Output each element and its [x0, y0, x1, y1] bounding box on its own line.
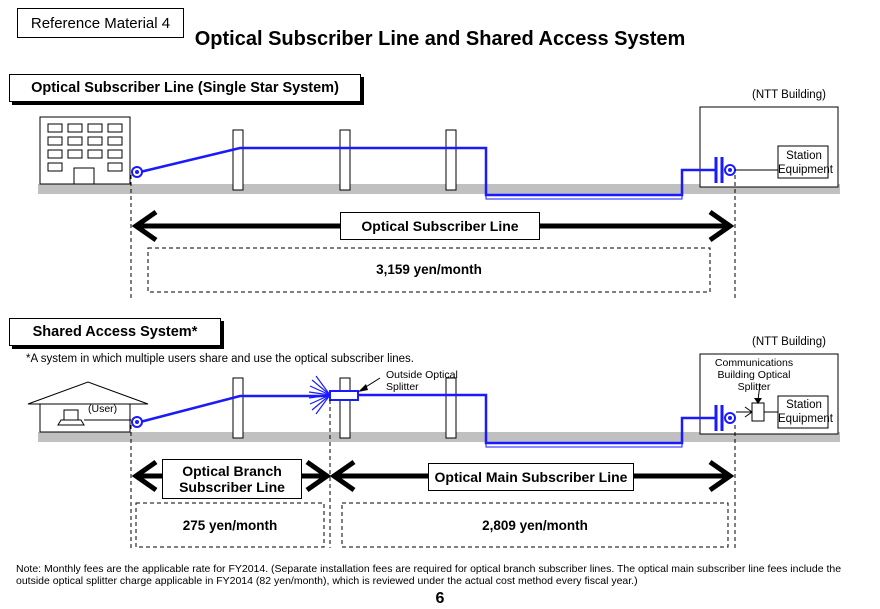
utility-pole: [232, 377, 244, 439]
ntt-building-label-2: (NTT Building): [752, 336, 826, 348]
fee-box: [147, 247, 711, 293]
reference-label: Reference Material 4: [17, 8, 184, 38]
user-label: (User): [88, 403, 118, 415]
station-equipment-box: [777, 395, 829, 429]
station-equipment-label: Station Equipment: [778, 150, 833, 176]
footer-note: Note: Monthly fees are the applicable ra…: [16, 563, 842, 587]
comm-splitter-box: [751, 402, 765, 422]
station-equipment-label-2: Station Equipment: [778, 399, 833, 425]
ground-strip: [38, 432, 840, 442]
branch-fee-box: [135, 502, 325, 548]
split-fibers: [308, 375, 331, 415]
section-title-single-star: Optical Subscriber Line (Single Star Sys…: [9, 74, 361, 102]
station-equipment-box: [777, 145, 829, 179]
page-number: 6: [435, 590, 445, 607]
main-line-label: Optical Main Subscriber Line: [428, 463, 634, 491]
branch-line-label: Optical Branch Subscriber Line: [162, 459, 302, 499]
house-icon: [27, 381, 149, 433]
utility-pole: [232, 129, 244, 191]
utility-pole: [445, 129, 457, 191]
optical-subscriber-line-label: Optical Subscriber Line: [340, 212, 540, 240]
main-fee: 2,809 yen/month: [482, 518, 588, 533]
office-building-icon: [39, 116, 131, 185]
ground-strip: [38, 184, 840, 194]
utility-pole: [339, 129, 351, 191]
page-title: Optical Subscriber Line and Shared Acces…: [194, 28, 686, 50]
branch-fiber-line: [139, 394, 330, 424]
utility-pole: [445, 377, 457, 439]
fiber-duct: [485, 192, 683, 200]
main-fee-box: [341, 502, 729, 548]
main-fiber-line: [358, 393, 716, 445]
ntt-building-label: (NTT Building): [752, 89, 826, 101]
laptop-icon: [57, 409, 85, 426]
branch-fee: 275 yen/month: [182, 518, 278, 533]
section-title-shared-access: Shared Access System*: [9, 318, 221, 346]
utility-pole: [339, 377, 351, 439]
shared-access-footnote: *A system in which multiple users share …: [26, 353, 414, 365]
comm-splitter-label: Communications Building Optical Splitter: [714, 357, 794, 393]
single-star-fee: 3,159 yen/month: [376, 262, 482, 277]
outside-splitter-icon: [329, 390, 359, 401]
outside-splitter-label: Outside Optical Splitter: [386, 369, 458, 393]
